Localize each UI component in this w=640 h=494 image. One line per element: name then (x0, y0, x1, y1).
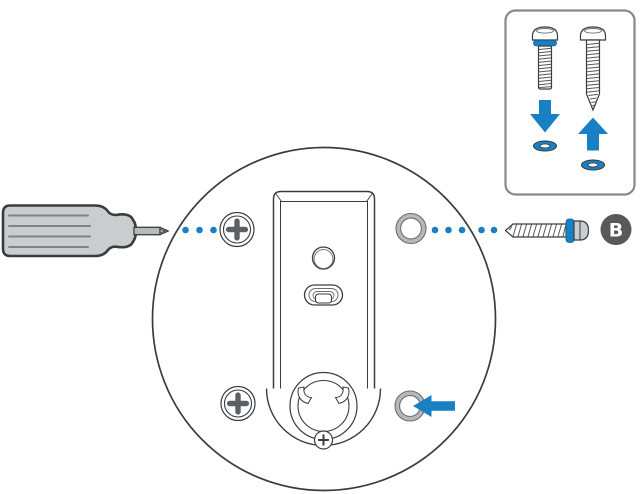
collar-notch-right (334, 386, 350, 405)
mount-collar-icon (289, 371, 358, 441)
screw-b-washer (565, 218, 575, 243)
badge-b: B (600, 214, 632, 245)
dotted-guide-left (182, 226, 217, 234)
inset-border (504, 9, 636, 196)
mounting-bracket (272, 190, 376, 389)
screw-b-head (573, 220, 590, 241)
badge-b-label: B (609, 220, 623, 242)
down-arrow-icon (530, 100, 560, 133)
arrow-left-icon (413, 395, 455, 417)
screw-hole-bottom-right-icon (394, 390, 426, 422)
machine-screw-threads (538, 47, 552, 89)
parts-inset-panel (504, 9, 636, 196)
badge-b-circle (600, 214, 632, 245)
washer-icon-left (533, 140, 557, 152)
up-arrow-icon (578, 117, 608, 151)
dotted-guide-right (431, 226, 498, 234)
screw-b-threads (508, 224, 566, 237)
collar-notch-left (297, 386, 313, 405)
phillips-screw-top-left-icon (219, 211, 255, 248)
usb-c-port-icon (303, 284, 344, 306)
washer-icon-right (581, 159, 605, 171)
setup-button-icon (311, 246, 336, 270)
machine-screw-icon (531, 26, 559, 90)
phillips-screwdriver-icon (1, 204, 170, 258)
wood-screw-threads (586, 42, 600, 107)
security-screw-icon (313, 430, 334, 450)
tip-cross (159, 228, 167, 234)
screwdriver-shaft (133, 226, 161, 236)
screw-hole-top-right-icon (395, 212, 427, 245)
machine-screw-washer (533, 39, 557, 47)
wood-screw-icon (579, 26, 607, 112)
phillips-screw-bottom-left-icon (220, 385, 256, 422)
screwdriver-handle (1, 204, 138, 258)
bracket-inner-line (280, 201, 368, 389)
mounting-screw-b-icon (504, 218, 590, 243)
handle-grooves (8, 214, 91, 248)
bracket-bevel-lines (275, 193, 373, 202)
